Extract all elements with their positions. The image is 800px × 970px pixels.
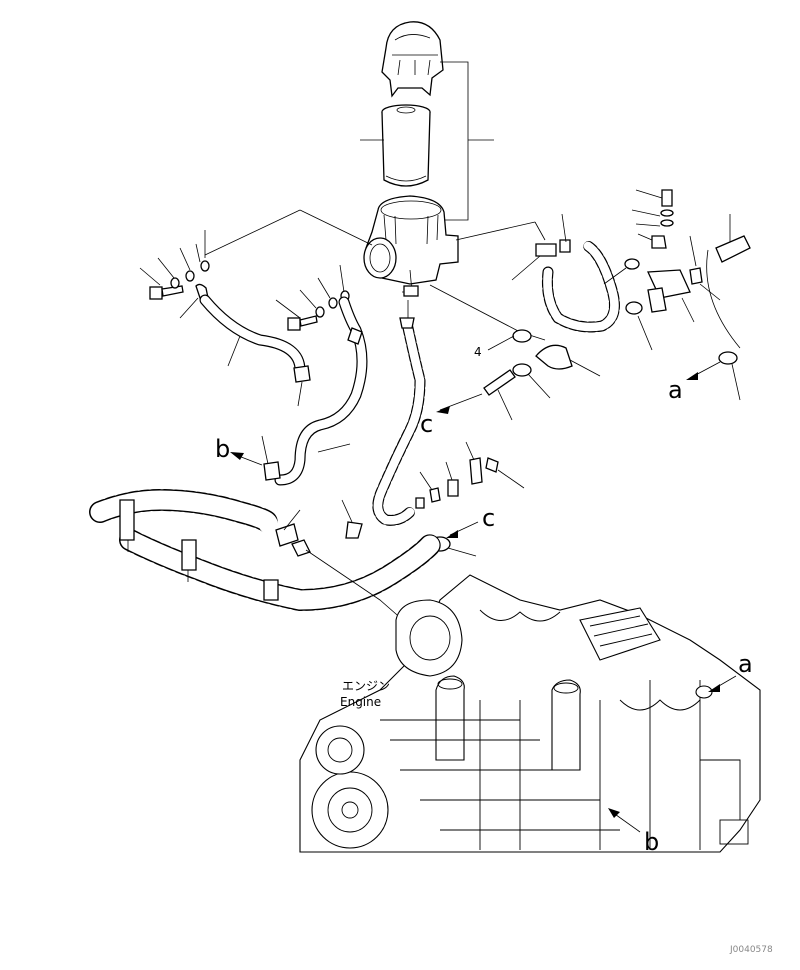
dashed-hose-center	[372, 317, 426, 526]
bolt-group-center	[275, 264, 350, 331]
callout-c-mid-label: c	[420, 410, 433, 438]
callout-b-bottom-label: b	[644, 828, 659, 856]
filter-element	[381, 104, 431, 187]
clamp-group-mid: 4	[474, 329, 601, 399]
engine-label-en: Engine	[340, 695, 381, 709]
callout-4-label: 4	[474, 345, 482, 359]
straight-pipe-c: c	[420, 369, 516, 438]
engine-label-jp: エンジン	[342, 679, 390, 693]
air-cleaner-body	[363, 195, 459, 297]
air-cleaner-cap	[381, 21, 444, 98]
engine-label: エンジン Engine	[340, 679, 390, 709]
callout-a-top: a	[668, 249, 741, 404]
callout-b-left-label: b	[215, 435, 230, 463]
pipe-center	[261, 296, 368, 486]
main-intake-hose	[89, 488, 441, 612]
bolt-group-upper-left	[139, 230, 210, 319]
dashed-hose-right	[511, 213, 620, 333]
callout-c-right-label: c	[482, 504, 495, 532]
leader-lines	[204, 209, 546, 341]
fittings-center-right	[415, 441, 525, 509]
callout-a-bottom: a	[708, 650, 753, 692]
leader-cap-filter	[360, 61, 494, 221]
bracket-group-right	[603, 189, 751, 351]
callout-b-bottom: b	[608, 808, 659, 856]
callout-b-left: b	[215, 435, 263, 466]
figure-code: J0040578	[729, 945, 773, 955]
engine-block	[299, 574, 761, 853]
callout-a-bottom-label: a	[738, 650, 753, 678]
callout-a-top-label: a	[668, 376, 683, 404]
pipe-left	[199, 294, 311, 407]
